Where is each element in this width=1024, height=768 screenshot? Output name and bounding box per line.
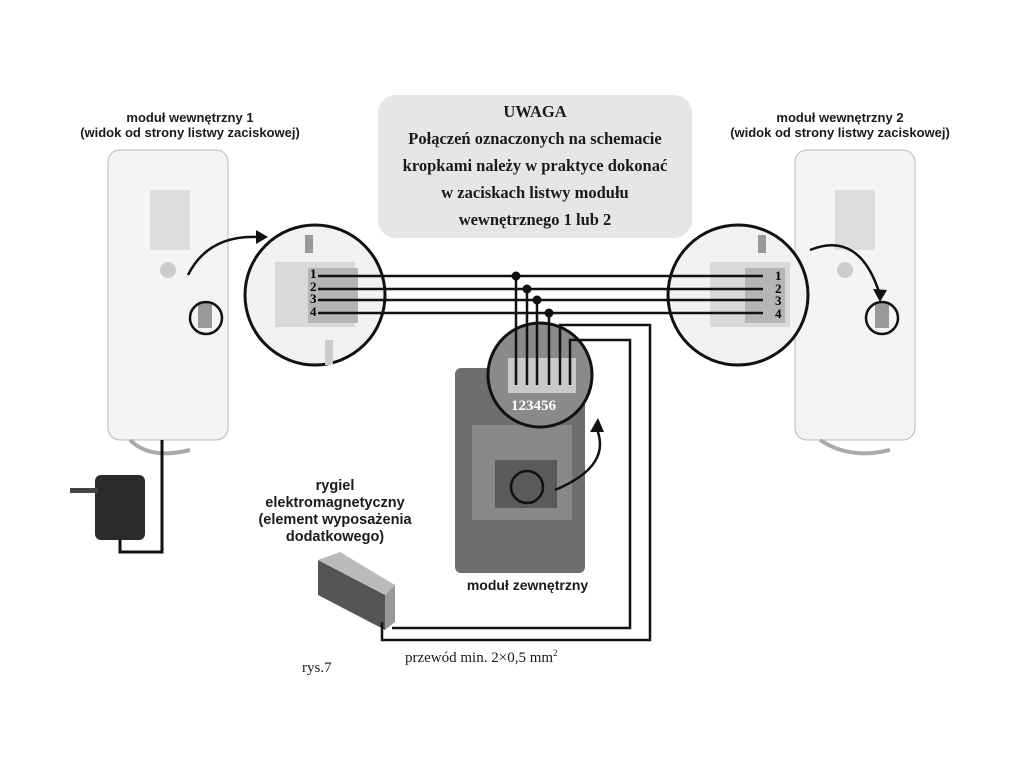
arrow-icon <box>873 289 887 302</box>
terminal-2: 2 <box>310 278 317 294</box>
label-line: (widok od strony listwy zaciskowej) <box>80 125 300 140</box>
power-adapter-image <box>70 440 164 554</box>
terminal-3: 3 <box>775 293 782 308</box>
junction-dots <box>511 271 554 318</box>
warning-note: UWAGA Połączeń oznaczonych na schemacie … <box>378 95 692 238</box>
label-line: moduł wewnętrzny 2 <box>776 110 904 125</box>
electric-lock-image <box>318 552 395 630</box>
indoor-module-2-image <box>794 149 916 456</box>
terminal-1: 1 <box>775 268 782 283</box>
terminal-4: 4 <box>775 305 782 321</box>
outdoor-module-image <box>455 321 604 573</box>
note-line: w zaciskach listwy modułu <box>441 183 629 202</box>
arrow-icon <box>809 244 882 296</box>
note-line: wewnętrznego 1 lub 2 <box>458 210 612 229</box>
figure-label: rys.7 <box>302 660 332 676</box>
label-line: (element wyposażenia <box>258 512 412 528</box>
wire-spec-label: przewód min. 2×0,5 mm2 <box>405 648 558 667</box>
label-line: (widok od strony listwy zaciskowej) <box>730 125 950 140</box>
wire-spec-text: przewód min. 2×0,5 mm <box>405 650 554 666</box>
terminal-numbers-outdoor: 123456 <box>511 398 556 414</box>
label-line: rygiel <box>315 478 355 494</box>
terminal-3: 3 <box>310 291 317 306</box>
note-title: UWAGA <box>503 102 567 121</box>
label-line: elektromagnetyczny <box>265 495 405 511</box>
indoor-module-1-label: moduł wewnętrzny 1 (widok od strony list… <box>60 110 320 140</box>
terminal-numbers-right: 1 2 3 4 <box>775 268 782 321</box>
arrow-icon <box>256 230 268 244</box>
note-line: Połączeń oznaczonych na schemacie <box>408 129 662 148</box>
terminal-2: 2 <box>775 280 782 296</box>
label-line: moduł wewnętrzny 1 <box>126 110 254 125</box>
note-line: kropkami należy w praktyce dokonać <box>402 156 668 175</box>
terminal-zoom-right <box>666 223 810 367</box>
label-line: dodatkowego) <box>285 529 385 545</box>
outdoor-module-label: moduł zewnętrzny <box>466 577 589 593</box>
terminal-4: 4 <box>310 303 317 319</box>
lock-label: rygiel elektromagnetyczny (element wypos… <box>240 478 430 546</box>
indoor-module-1-image <box>107 149 229 456</box>
terminal-1: 1 <box>310 266 317 281</box>
indoor-module-2-label: moduł wewnętrzny 2 (widok od strony list… <box>710 110 970 140</box>
wire-spec-superscript: 2 <box>553 648 558 658</box>
arrow-icon <box>186 235 259 276</box>
terminal-numbers-left: 1 2 3 4 <box>310 266 317 319</box>
